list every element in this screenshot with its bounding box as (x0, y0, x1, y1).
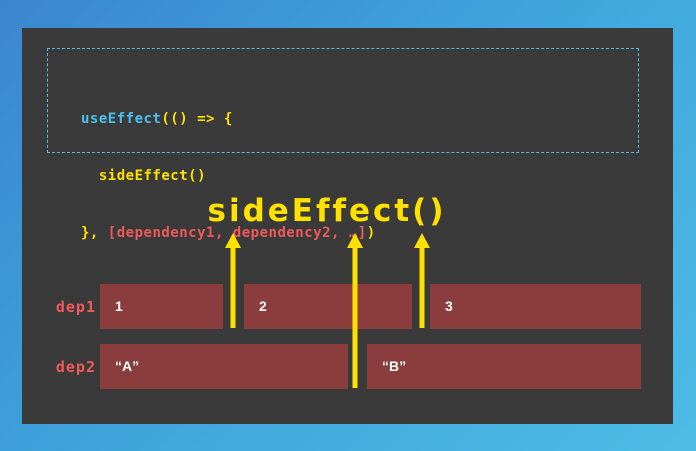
arrow-3-icon (414, 233, 430, 328)
code-close-brace: }, (81, 225, 108, 241)
code-use-effect: useEffect (81, 111, 162, 127)
side-effect-title: sideEffect() (207, 193, 447, 229)
arrow-1-icon (225, 233, 241, 328)
dep2-cell-b: “B” (367, 344, 641, 389)
code-snippet: useEffect(() => { sideEffect() }, [depen… (81, 72, 376, 281)
dep2-cell-a: “A” (100, 344, 348, 389)
trigger-arrows (225, 233, 430, 388)
dep1-cell-3: 3 (430, 284, 641, 329)
code-arrow-fn: (() => { (161, 111, 233, 127)
dep1-cell-2: 2 (244, 284, 412, 329)
code-dependency-array: [dependency1, dependency2, …] (107, 225, 367, 241)
code-line-1: useEffect(() => { (81, 110, 376, 129)
arrow-2-icon (347, 233, 363, 388)
code-close-paren: ) (366, 225, 376, 241)
code-snippet-box: useEffect(() => { sideEffect() }, [depen… (47, 48, 639, 241)
dep2-label: dep2 (55, 358, 96, 376)
diagram-panel: useEffect(() => { sideEffect() }, [depen… (22, 28, 673, 424)
dep1-label: dep1 (55, 298, 96, 316)
code-line-3: }, [dependency1, dependency2, …]) (81, 224, 376, 243)
code-side-effect-call: sideEffect() (98, 168, 207, 184)
code-line-2: sideEffect() (81, 167, 376, 186)
dep1-cell-1: 1 (100, 284, 223, 329)
